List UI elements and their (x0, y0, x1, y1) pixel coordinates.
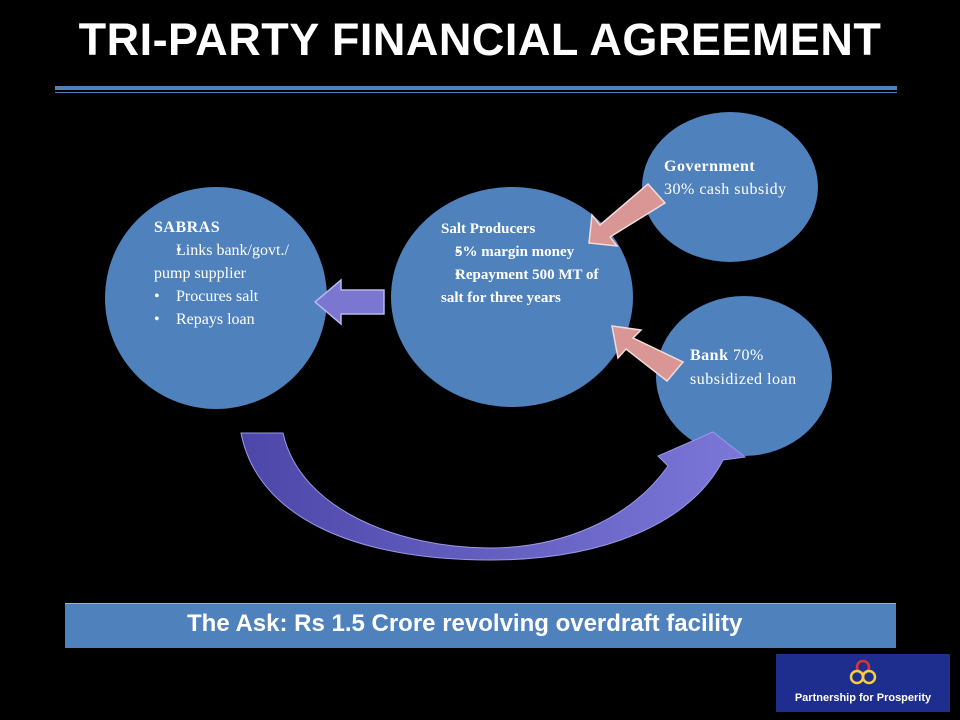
government-node (642, 112, 818, 262)
government-text: Government 30% cash subsidy (664, 155, 794, 201)
sabras-bullet: Procures salt (154, 285, 310, 308)
government-heading: Government (664, 158, 756, 175)
producers-text: Salt Producers 5% margin money Repayment… (441, 218, 616, 310)
bank-text: Bank 70% subsidized loan (690, 344, 805, 392)
left-arrow (313, 278, 385, 326)
title-underline (55, 86, 897, 90)
government-detail: 30% cash subsidy (664, 181, 787, 198)
ask-text: The Ask: Rs 1.5 Crore revolving overdraf… (187, 610, 743, 637)
bank-heading: Bank (690, 347, 729, 364)
logo-text: Partnership for Prosperity (794, 692, 932, 704)
sabras-text: SABRAS Links bank/govt./ pump supplier P… (154, 216, 310, 331)
bank-node (656, 296, 832, 456)
producers-bullet: Repayment 500 MT of salt for three years (441, 264, 616, 310)
sabras-bullet: Repays loan (154, 308, 310, 331)
bank-detail: 70% subsidized loan (690, 347, 797, 388)
ask-banner: The Ask: Rs 1.5 Crore revolving overdraf… (65, 603, 896, 648)
curved-arrow (240, 431, 747, 561)
sabras-heading: SABRAS (154, 219, 221, 236)
partner-logo: Partnership for Prosperity (776, 654, 950, 712)
producers-bullet: 5% margin money (441, 241, 616, 264)
producers-heading: Salt Producers (441, 221, 536, 237)
three-rings-icon (849, 659, 877, 685)
title-underline-thin (55, 92, 897, 93)
page-title: TRI-PARTY FINANCIAL AGREEMENT (78, 14, 882, 65)
sabras-bullet: Links bank/govt./ pump supplier (154, 239, 310, 285)
bank-arrow (611, 325, 685, 383)
